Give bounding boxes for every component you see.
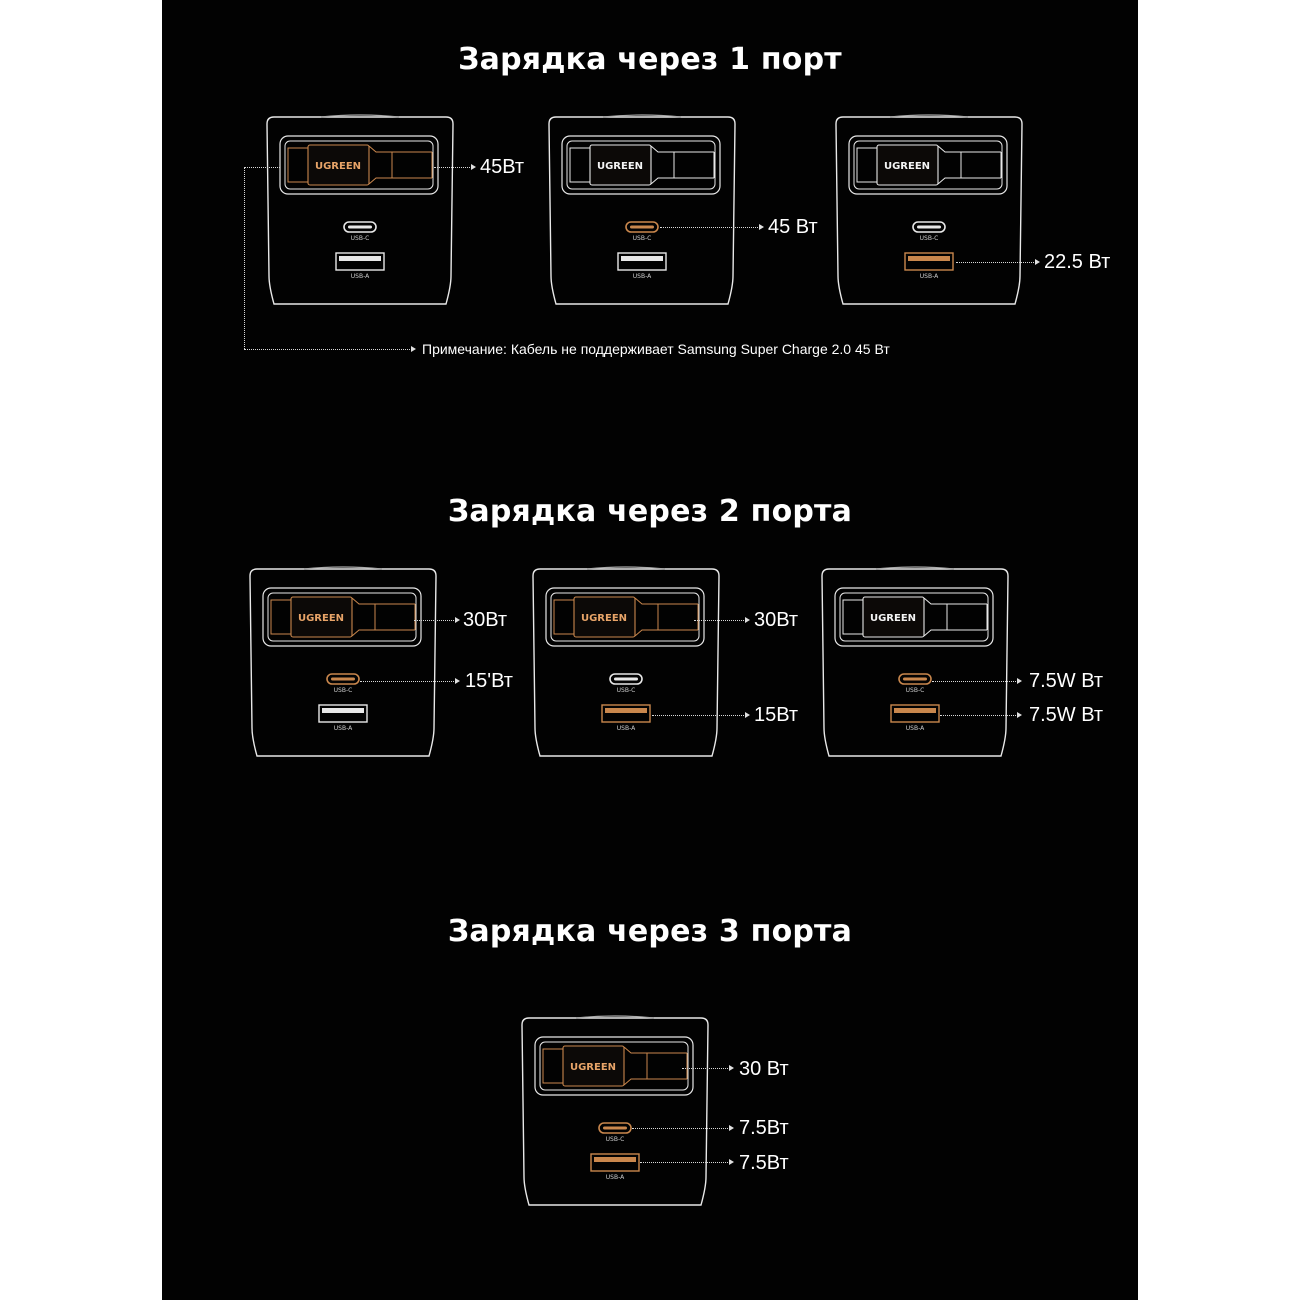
connector-line	[940, 711, 1022, 718]
connector-line	[956, 258, 1040, 265]
power-label-usb-c: 45 Вт	[768, 216, 818, 238]
svg-text:USB-A: USB-A	[617, 725, 636, 732]
charger-diagram: UGREEN USB-C USB-A	[521, 1015, 709, 1207]
usb-c-port-icon: USB-C	[898, 673, 932, 694]
usb-c-cable-icon: UGREEN	[842, 596, 988, 638]
svg-text:UGREEN: UGREEN	[298, 613, 344, 624]
note-text: Примечание: Кабель не поддерживает Samsu…	[422, 341, 890, 357]
connector-line	[640, 1158, 734, 1165]
svg-text:USB-C: USB-C	[617, 687, 636, 694]
svg-text:USB-C: USB-C	[351, 235, 370, 242]
usb-c-port-icon: USB-C	[343, 221, 377, 242]
charger-diagram: UGREEN USB-C USB-A	[548, 114, 736, 306]
usb-a-port-icon: USB-A	[590, 1153, 640, 1181]
svg-text:UGREEN: UGREEN	[597, 161, 643, 172]
svg-text:USB-A: USB-A	[334, 725, 353, 732]
note-connector	[244, 167, 280, 168]
svg-text:UGREEN: UGREEN	[884, 161, 930, 172]
power-label-usb-a: 15Вт	[754, 704, 799, 726]
connector-line	[434, 163, 476, 170]
power-label-usb-a: 7.5W Вт	[1029, 704, 1104, 726]
connector-line	[414, 616, 460, 623]
section-title-1-port: Зарядка через 1 порт	[458, 42, 842, 77]
connector-line	[360, 677, 460, 684]
usb-c-port-icon: USB-C	[609, 673, 643, 694]
usb-a-port-icon: USB-A	[890, 704, 940, 732]
usb-c-port-icon: USB-C	[598, 1122, 632, 1143]
power-label-usb-c: 7.5W Вт	[1029, 670, 1104, 692]
usb-c-cable-icon: UGREEN	[553, 596, 699, 638]
svg-text:USB-C: USB-C	[633, 235, 652, 242]
svg-text:UGREEN: UGREEN	[870, 613, 916, 624]
svg-text:USB-C: USB-C	[606, 1136, 625, 1143]
usb-c-cable-icon: UGREEN	[542, 1045, 688, 1087]
power-label-usb-c: 7.5Вт	[739, 1117, 789, 1139]
svg-text:UGREEN: UGREEN	[315, 161, 361, 172]
usb-a-port-icon: USB-A	[318, 704, 368, 732]
svg-text:USB-C: USB-C	[906, 687, 925, 694]
svg-text:USB-C: USB-C	[920, 235, 939, 242]
svg-text:USB-A: USB-A	[351, 273, 370, 280]
connector-line	[632, 1124, 734, 1131]
usb-c-cable-icon: UGREEN	[287, 144, 433, 186]
svg-text:UGREEN: UGREEN	[570, 1062, 616, 1073]
svg-text:USB-A: USB-A	[906, 725, 925, 732]
section-title-3-ports: Зарядка через 3 порта	[447, 914, 853, 949]
usb-c-port-icon: USB-C	[625, 221, 659, 242]
svg-text:USB-A: USB-A	[633, 273, 652, 280]
usb-a-port-icon: USB-A	[601, 704, 651, 732]
connector-line	[660, 223, 764, 230]
note-connector	[244, 167, 245, 349]
usb-c-cable-icon: UGREEN	[270, 596, 416, 638]
power-label-cable: 45Вт	[480, 156, 525, 178]
svg-text:UGREEN: UGREEN	[581, 613, 627, 624]
connector-line	[694, 616, 750, 623]
usb-c-cable-icon: UGREEN	[856, 144, 1002, 186]
charger-diagram: UGREEN USB-C USB-A	[266, 114, 454, 306]
charger-diagram: UGREEN USB-C USB-A	[249, 566, 437, 758]
charger-diagram: UGREEN USB-C USB-A	[821, 566, 1009, 758]
usb-c-cable-icon: UGREEN	[569, 144, 715, 186]
svg-text:USB-A: USB-A	[606, 1174, 625, 1181]
power-label-usb-a: 7.5Вт	[739, 1152, 789, 1174]
connector-line	[932, 677, 1022, 684]
svg-text:USB-C: USB-C	[334, 687, 353, 694]
usb-a-port-icon: USB-A	[335, 252, 385, 280]
power-label-cable: 30 Вт	[739, 1058, 789, 1080]
connector-line	[682, 1064, 734, 1071]
usb-c-port-icon: USB-C	[326, 673, 360, 694]
connector-line	[652, 711, 750, 718]
usb-a-port-icon: USB-A	[617, 252, 667, 280]
note-connector	[244, 345, 416, 352]
power-label-usb-a: 22.5 Вт	[1044, 251, 1111, 273]
power-label-cable: 30Вт	[463, 609, 508, 631]
charger-diagram: UGREEN USB-C USB-A	[835, 114, 1023, 306]
power-label-usb-c: 15'Вт	[465, 670, 513, 692]
usb-a-port-icon: USB-A	[904, 252, 954, 280]
svg-text:USB-A: USB-A	[920, 273, 939, 280]
section-title-2-ports: Зарядка через 2 порта	[447, 494, 853, 529]
charger-diagram: UGREEN USB-C USB-A	[532, 566, 720, 758]
usb-c-port-icon: USB-C	[912, 221, 946, 242]
power-label-cable: 30Вт	[754, 609, 799, 631]
